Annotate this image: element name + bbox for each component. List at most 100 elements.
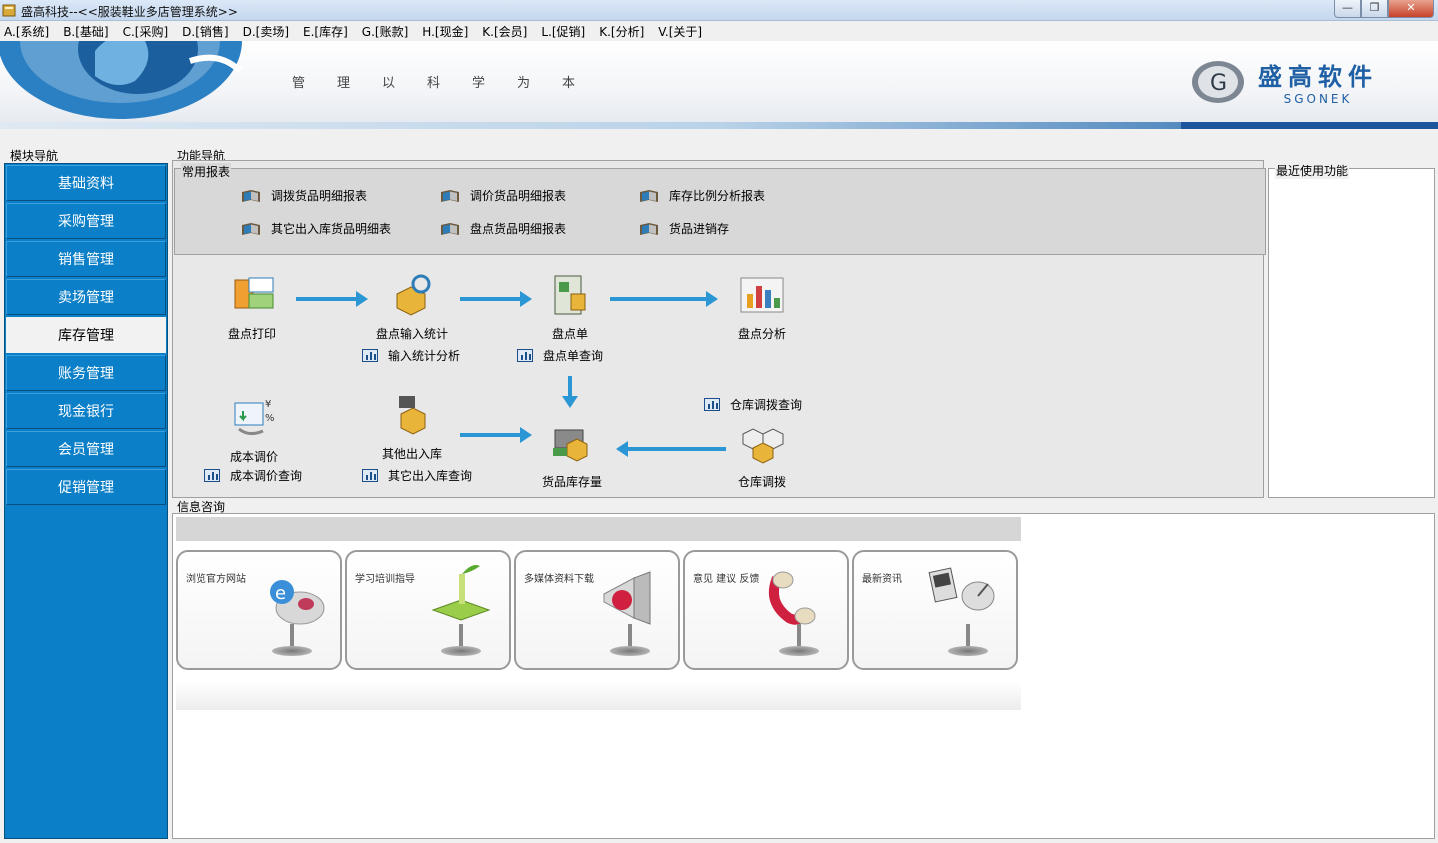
report-goods-psi[interactable]: 货品进销存 <box>639 220 729 237</box>
link-warehouse-transfer-query[interactable]: 仓库调拨查询 <box>704 396 802 413</box>
card-media-download[interactable]: 多媒体资料下载 <box>514 550 680 670</box>
menu-analysis[interactable]: K.[分析] <box>599 24 645 39</box>
report-transfer-detail[interactable]: 调拨货品明细报表 <box>241 187 367 204</box>
common-reports-panel: 常用报表 调拨货品明细报表 调价货品明细报表 库存比例分析报表 其它出入库货品明… <box>174 163 1266 255</box>
stand-base <box>779 646 819 656</box>
report-label: 调拨货品明细报表 <box>271 189 368 203</box>
restore-button[interactable]: ❐ <box>1361 0 1388 18</box>
flow-other-io[interactable]: 其他出入库 <box>374 392 450 462</box>
sgonek-logo-icon: G <box>1192 60 1244 103</box>
stock-icon <box>553 429 588 462</box>
module-nav-label: 模块导航 <box>10 149 59 163</box>
chart-icon <box>704 398 720 411</box>
menu-about[interactable]: V.[关于] <box>658 24 703 39</box>
menu-accounts[interactable]: G.[账款] <box>361 24 409 39</box>
brand-name-en: SGONEK <box>1283 92 1353 106</box>
link-cost-adjust-query[interactable]: 成本调价查询 <box>204 467 302 484</box>
flow-label: 盘点分析 <box>737 327 786 341</box>
phone-handset-icon <box>769 571 816 625</box>
nav-item-accounts[interactable]: 账务管理 <box>6 355 166 391</box>
window-titlebar: 盛高科技--<<服装鞋业多店管理系统>> — ❐ ✕ <box>0 0 1438 21</box>
card-title: 学习培训指导 <box>355 574 415 585</box>
flow-arrow-down <box>562 376 578 408</box>
flow-count-analysis[interactable]: 盘点分析 <box>730 272 794 342</box>
browser-mouse-icon: e <box>270 580 325 625</box>
count-sheet-icon <box>554 275 586 315</box>
report-price-adjust-detail[interactable]: 调价货品明细报表 <box>440 187 566 204</box>
boxes-transfer-icon <box>742 428 784 464</box>
card-title: 浏览官方网站 <box>186 574 246 585</box>
book-icon <box>242 222 260 235</box>
menu-members[interactable]: K.[会员] <box>482 24 528 39</box>
nav-item-basic-data[interactable]: 基础资料 <box>6 165 166 201</box>
nav-item-members[interactable]: 会员管理 <box>6 431 166 467</box>
nav-item-promotion[interactable]: 促销管理 <box>6 469 166 505</box>
link-other-io-query[interactable]: 其它出入库查询 <box>362 467 472 484</box>
svg-text:e: e <box>275 583 286 604</box>
flow-inventory-print[interactable]: 盘点打印 <box>222 272 282 342</box>
stand-base <box>948 646 988 656</box>
nav-item-cash-bank[interactable]: 现金银行 <box>6 393 166 429</box>
minimize-button[interactable]: — <box>1334 0 1361 18</box>
report-label: 货品进销存 <box>669 222 730 236</box>
nav-item-sales[interactable]: 销售管理 <box>6 241 166 277</box>
warehouse-worker-icon <box>399 396 426 435</box>
report-stock-ratio[interactable]: 库存比例分析报表 <box>639 187 765 204</box>
card-feedback[interactable]: 意见 建议 反馈 <box>683 550 849 670</box>
chart-icon <box>362 349 378 362</box>
info-label: 信息咨询 <box>177 500 226 514</box>
flow-label: 成本调价 <box>229 450 278 464</box>
globe-logo-icon <box>0 41 243 119</box>
flow-label: 盘点单 <box>551 327 588 341</box>
banner-stripe-dark <box>1181 122 1438 129</box>
nav-item-purchase[interactable]: 采购管理 <box>6 203 166 239</box>
nav-item-inventory[interactable]: 库存管理 <box>6 317 166 353</box>
svg-text:¥: ¥ <box>265 399 271 410</box>
banner-stripe <box>0 122 1438 129</box>
menu-sales[interactable]: D.[销售] <box>182 24 229 39</box>
stand-base <box>272 646 312 656</box>
card-official-site[interactable]: 浏览官方网站 e <box>176 550 342 670</box>
menu-cash[interactable]: H.[现金] <box>422 24 469 39</box>
menu-store[interactable]: D.[卖场] <box>242 24 290 39</box>
flow-cost-adjust[interactable]: ¥ % 成本调价 <box>222 395 286 465</box>
link-input-stats-analysis[interactable]: 输入统计分析 <box>362 347 460 364</box>
chart-icon <box>517 349 533 362</box>
recent-functions-panel: 最近使用功能 <box>1268 162 1435 498</box>
menu-promotion[interactable]: L.[促销] <box>541 24 586 39</box>
link-label: 其它出入库查询 <box>388 469 473 483</box>
card-training[interactable]: 学习培训指导 <box>345 550 511 670</box>
flow-input-stats[interactable]: 盘点输入统计 <box>372 272 452 342</box>
link-count-sheet-query[interactable]: 盘点单查询 <box>517 347 603 364</box>
flow-label: 盘点打印 <box>227 327 276 341</box>
flow-label: 盘点输入统计 <box>375 327 448 341</box>
stand-pole <box>628 624 632 650</box>
recent-functions-label: 最近使用功能 <box>1275 162 1350 179</box>
flow-stock[interactable]: 货品库存量 <box>536 420 608 490</box>
book-icon <box>640 189 658 202</box>
menu-system[interactable]: A.[系统] <box>4 24 50 39</box>
nav-item-store[interactable]: 卖场管理 <box>6 279 166 315</box>
menu-purchase[interactable]: C.[采购] <box>122 24 169 39</box>
flow-arrow <box>296 291 368 307</box>
book-plant-icon <box>431 565 491 621</box>
book-icon <box>640 222 658 235</box>
menu-basic[interactable]: B.[基础] <box>63 24 109 39</box>
close-button[interactable]: ✕ <box>1388 0 1434 18</box>
brand-logo: G 盛高软件 SGONEK <box>1190 57 1378 106</box>
module-nav: 基础资料 采购管理 销售管理 卖场管理 库存管理 账务管理 现金银行 会员管理 … <box>4 163 168 839</box>
flow-label: 货品库存量 <box>541 475 602 489</box>
stand-base <box>610 646 650 656</box>
link-label: 仓库调拨查询 <box>730 398 803 412</box>
report-label: 其它出入库货品明细表 <box>271 222 392 236</box>
box-sync-icon <box>396 274 431 316</box>
flow-arrow-left <box>616 441 726 457</box>
menu-inventory[interactable]: E.[库存] <box>303 24 348 39</box>
report-count-detail[interactable]: 盘点货品明细报表 <box>440 220 566 237</box>
card-latest-news[interactable]: 最新资讯 <box>852 550 1018 670</box>
common-reports-label: 常用报表 <box>181 163 232 180</box>
report-other-io-detail[interactable]: 其它出入库货品明细表 <box>241 220 391 237</box>
flow-count-sheet[interactable]: 盘点单 <box>540 272 600 342</box>
flow-warehouse-transfer[interactable]: 仓库调拨 <box>730 420 794 490</box>
info-bottom-bar <box>176 682 1021 710</box>
